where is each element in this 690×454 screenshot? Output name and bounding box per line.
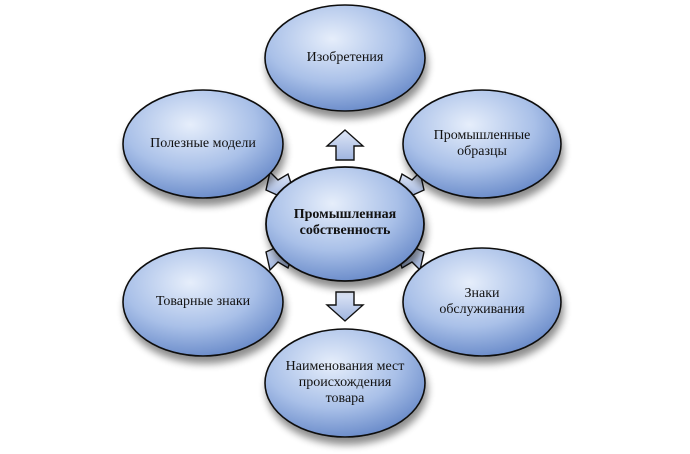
outer-nodes	[122, 4, 562, 438]
node-ellipse-utility-models	[122, 89, 284, 199]
node-ellipse-trademarks	[122, 247, 284, 357]
node-ellipse-industrial-designs	[402, 89, 562, 199]
center-node	[265, 166, 425, 282]
center-ellipse	[265, 166, 425, 282]
node-ellipse-inventions	[264, 4, 426, 112]
arrow-down	[325, 291, 365, 322]
node-ellipse-service-marks	[402, 247, 562, 357]
arrow-up	[325, 129, 365, 161]
node-ellipse-appellations-of-origin	[264, 328, 426, 438]
